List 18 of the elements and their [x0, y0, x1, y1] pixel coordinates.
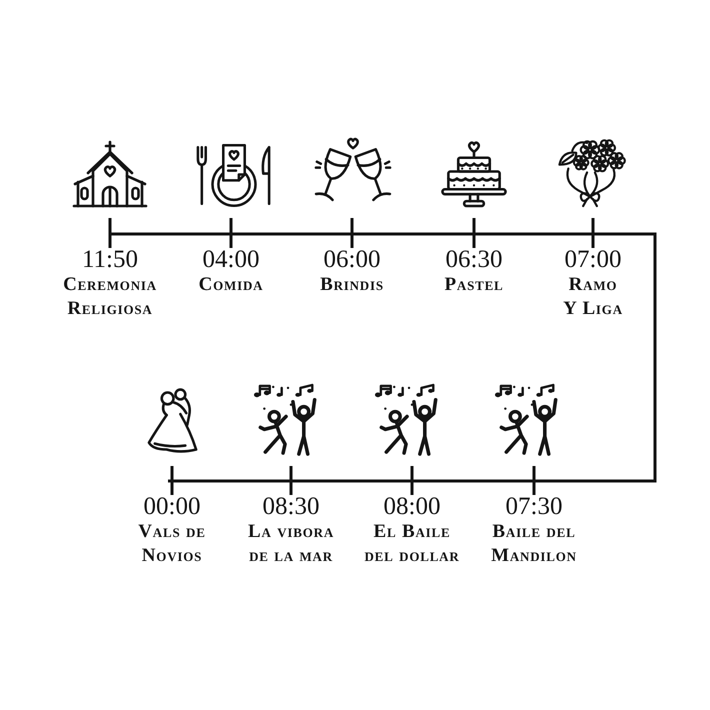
time-label: 00:00 — [144, 494, 200, 520]
event-name: Brindis — [320, 273, 384, 297]
event-name: El Baile del dollar — [364, 520, 460, 568]
event-name: Comida — [198, 273, 264, 297]
time-label: 06:00 — [324, 247, 380, 273]
time-label: 07:30 — [506, 494, 562, 520]
time-label: 11:50 — [82, 247, 138, 273]
event-name: La vibora de la mar — [248, 520, 334, 568]
time-label: 06:30 — [446, 247, 502, 273]
time-label: 08:00 — [384, 494, 440, 520]
time-label: 04:00 — [202, 247, 260, 273]
time-label: 07:00 — [564, 247, 622, 273]
event-name: Vals de Novios — [138, 520, 206, 568]
event-name: Ramo Y Liga — [563, 273, 623, 321]
event-name: Pastel — [444, 273, 504, 297]
time-label: 08:30 — [262, 494, 320, 520]
event-name: Ceremonia Religiosa — [63, 273, 157, 321]
event-name: Baile del Mandilon — [491, 520, 577, 568]
